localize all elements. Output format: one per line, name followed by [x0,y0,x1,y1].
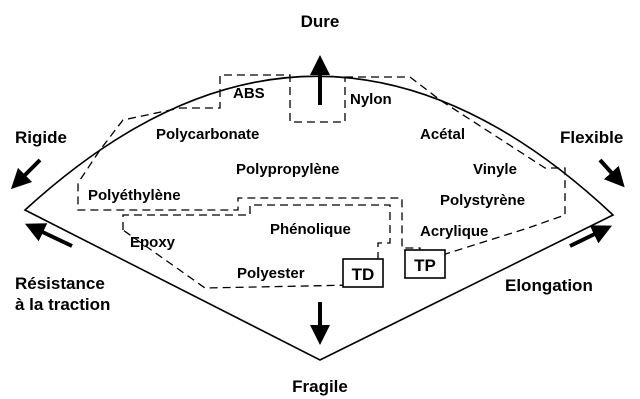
arrow-flexible [598,158,625,188]
group-box-td: TD [342,258,384,288]
arrow-resistance [24,223,73,248]
material-epoxy: Epoxy [130,234,176,251]
thermoset-region-boundary [122,204,391,289]
arrow-rigide [10,158,42,190]
material-polypropylene: Polypropylène [236,161,339,178]
label-traction: à la traction [15,295,110,314]
label-fragile: Fragile [292,377,348,396]
material-polyester: Polyester [237,265,305,282]
label-flexible: Flexible [560,128,623,147]
material-vinyle: Vinyle [473,161,517,178]
group-label-tp: TP [414,256,436,275]
material-polycarbonate: Polycarbonate [156,126,259,143]
material-abs: ABS [233,85,265,102]
label-dure: Dure [301,12,340,31]
group-box-tp: TP [404,249,446,279]
label-elongation: Elongation [505,276,593,295]
label-rigide: Rigide [15,128,67,147]
material-phenolique: Phénolique [270,221,351,238]
arrow-elongation [569,225,612,248]
material-nylon: Nylon [350,91,392,108]
material-acetal: Acétal [420,126,465,143]
material-polyethylene: Polyéthylène [88,187,181,204]
fan-outline [23,75,615,361]
material-polystyrene: Polystyrène [440,192,525,209]
thermoplastic-region-boundary [77,74,566,263]
group-label-td: TD [352,265,375,284]
label-resistance: Résistance [15,274,105,293]
material-acrylique: Acrylique [420,223,488,240]
